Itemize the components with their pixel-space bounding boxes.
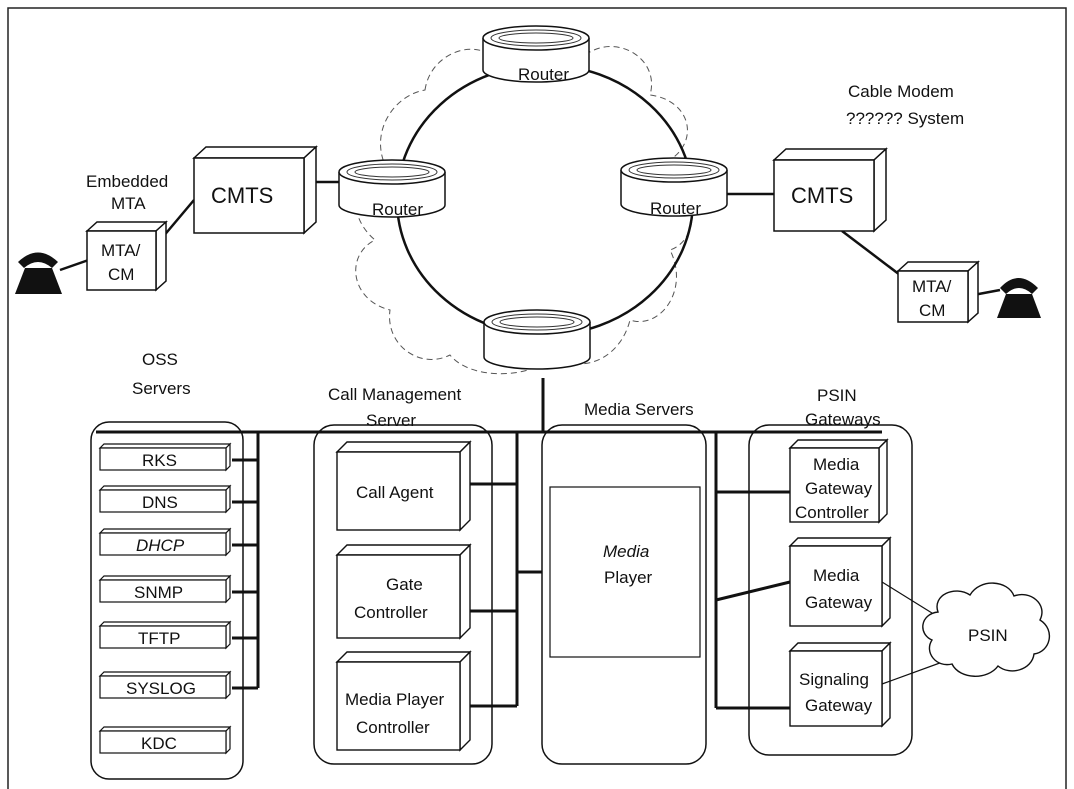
media-gateway-controller-box: Media Gateway Controller: [788, 438, 889, 524]
psin-gateways-group: [748, 424, 913, 756]
media-player-line2: Player: [604, 568, 653, 587]
oss-title-2: Servers: [132, 379, 191, 398]
mta-cm-left-line2: CM: [108, 265, 134, 284]
mgc-line3: Controller: [795, 503, 869, 522]
cmts-right-label: CMTS: [791, 183, 853, 208]
oss-label-dns: DNS: [142, 493, 178, 512]
media-gateway-line2: Gateway: [805, 593, 873, 612]
cmts-left: CMTS: [192, 145, 318, 235]
gate-controller-line2: Controller: [354, 603, 428, 622]
cable-modem-label-2: ?????? System: [846, 109, 964, 128]
oss-label-kdc: KDC: [141, 734, 177, 753]
cmts-right: CMTS: [772, 147, 888, 233]
cmts-left-label: CMTS: [211, 183, 273, 208]
media-player-box: Media Player: [549, 486, 701, 658]
router-left: Router: [338, 159, 446, 219]
bus-lines: [96, 378, 882, 710]
oss-label-rks: RKS: [142, 451, 177, 470]
mta-cm-right-line2: CM: [919, 301, 945, 320]
oss-item-snmp: SNMP: [98, 574, 232, 604]
oss-label-syslog: SYSLOG: [126, 679, 196, 698]
gate-controller-box: Gate Controller: [335, 543, 472, 640]
oss-item-dns: DNS: [98, 484, 232, 514]
psin-cloud-label: PSIN: [968, 626, 1008, 645]
router-right-label: Router: [650, 199, 701, 218]
media-player-controller-line2: Controller: [356, 718, 430, 737]
telephone-icon-left: [15, 252, 62, 294]
diagram-frame: [7, 7, 1067, 789]
router-top: Router: [482, 25, 590, 84]
oss-item-rks: RKS: [98, 442, 232, 472]
cms-title-2: Server: [366, 411, 416, 430]
oss-servers-group: [90, 421, 244, 780]
psin-gateways-title-1: PSIN: [817, 386, 857, 405]
signaling-gateway-box: Signaling Gateway: [788, 641, 892, 728]
media-player-line1: Media: [603, 542, 649, 561]
router-bottom: [483, 309, 591, 370]
media-gateway-line1: Media: [813, 566, 860, 585]
media-gateway-box: Media Gateway: [788, 536, 892, 628]
oss-item-tftp: TFTP: [98, 620, 232, 650]
oss-item-kdc: KDC: [98, 725, 232, 755]
embedded-mta-label-2: MTA: [111, 194, 146, 213]
call-agent-label: Call Agent: [356, 483, 434, 502]
mta-cm-left: MTA/ CM: [85, 220, 168, 292]
oss-title-1: OSS: [142, 350, 178, 369]
cms-title-1: Call Management: [328, 385, 462, 404]
psin-links: [881, 581, 949, 685]
mgc-line2: Gateway: [805, 479, 873, 498]
router-top-label: Router: [518, 65, 569, 84]
oss-label-snmp: SNMP: [134, 583, 183, 602]
signaling-gateway-line1: Signaling: [799, 670, 869, 689]
embedded-mta-label-1: Embedded: [86, 172, 168, 191]
oss-label-dhcp: DHCP: [136, 536, 185, 555]
oss-item-syslog: SYSLOG: [98, 670, 232, 700]
mgc-line1: Media: [813, 455, 860, 474]
backbone-cloud: [354, 35, 693, 375]
telephone-icon-right: [997, 278, 1041, 318]
psin-gateways-title-2: Gateways: [805, 410, 881, 429]
media-servers-title: Media Servers: [584, 400, 694, 419]
mta-cm-right: MTA/ CM: [896, 260, 980, 324]
mta-cm-right-line1: MTA/: [912, 277, 952, 296]
mta-cm-left-line1: MTA/: [101, 241, 141, 260]
router-left-label: Router: [372, 200, 423, 219]
call-management-group: [313, 424, 493, 765]
psin-cloud: PSIN: [922, 582, 1051, 677]
media-player-controller-box: Media Player Controller: [335, 650, 472, 752]
gate-controller-line1: Gate: [386, 575, 423, 594]
oss-item-dhcp: DHCP: [98, 527, 232, 557]
oss-label-tftp: TFTP: [138, 629, 181, 648]
media-servers-group: [541, 424, 707, 765]
call-agent-box: Call Agent: [335, 440, 472, 532]
router-right: Router: [620, 157, 728, 218]
media-player-controller-line1: Media Player: [345, 690, 445, 709]
signaling-gateway-line2: Gateway: [805, 696, 873, 715]
cable-modem-label-1: Cable Modem: [848, 82, 954, 101]
